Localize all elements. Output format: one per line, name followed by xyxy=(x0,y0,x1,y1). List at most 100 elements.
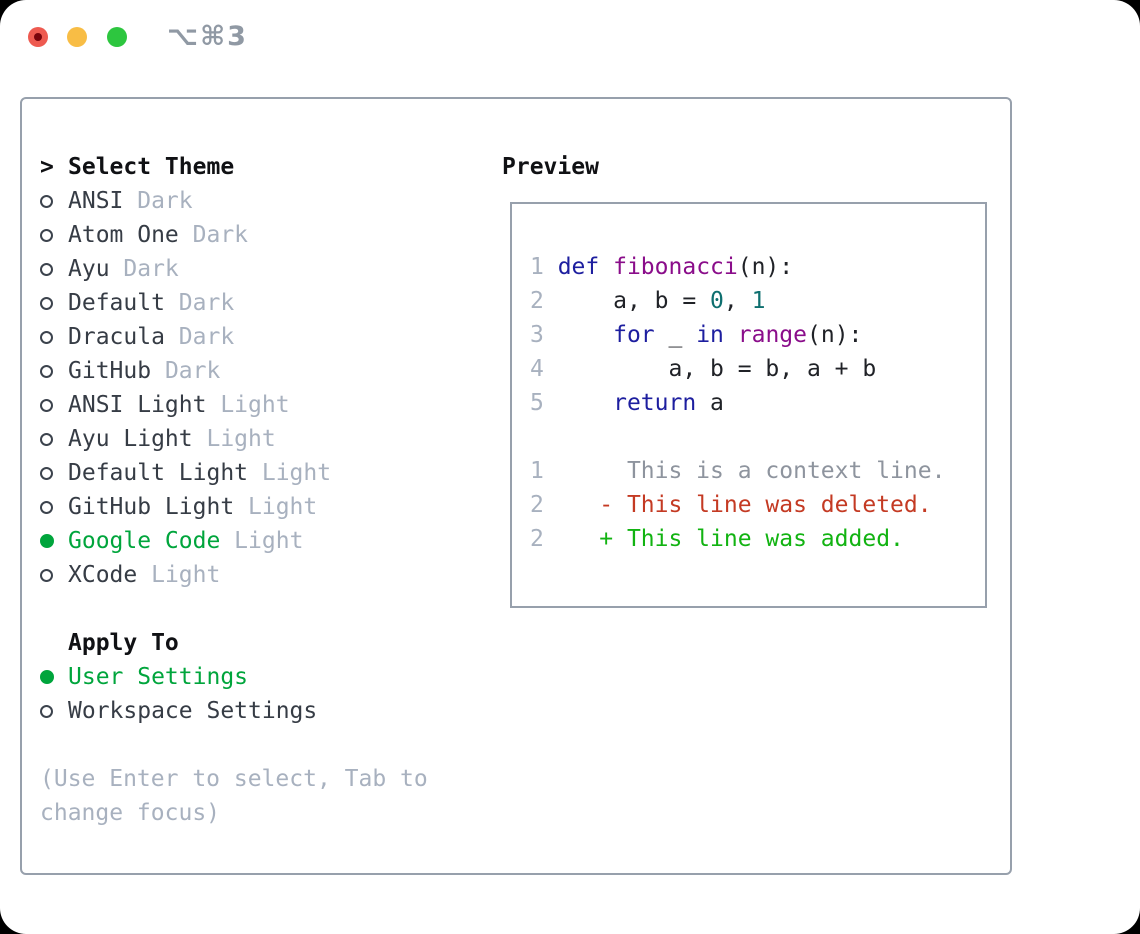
close-button[interactable] xyxy=(28,27,48,47)
theme-option-default-light[interactable]: Default Light Light xyxy=(40,456,490,490)
theme-name: GitHub xyxy=(68,358,152,384)
radio-marker xyxy=(40,490,68,524)
theme-variant: Dark xyxy=(178,222,249,248)
code-line: 3 for _ in range(n): xyxy=(530,318,985,352)
theme-variant: Light xyxy=(234,494,318,520)
prompt-glyph: > xyxy=(40,154,54,180)
radio-marker xyxy=(40,694,68,728)
radio-unselected-icon xyxy=(40,330,53,344)
code-token-plain: , xyxy=(723,288,752,314)
theme-option-ayu[interactable]: Ayu Dark xyxy=(40,252,490,286)
focus-prompt-icon: > xyxy=(40,150,68,184)
theme-variant: Light xyxy=(220,528,304,554)
select-theme-header: > Select Theme xyxy=(40,150,490,184)
radio-unselected-icon xyxy=(40,704,53,718)
radio-marker xyxy=(40,558,68,592)
radio-marker xyxy=(40,252,68,286)
radio-selected-icon xyxy=(40,670,54,684)
code-token-plain: (n): xyxy=(807,322,863,348)
theme-option-atom-one[interactable]: Atom One Dark xyxy=(40,218,490,252)
theme-name: GitHub Light xyxy=(68,494,235,520)
code-line: 5 return a xyxy=(530,386,985,420)
theme-option-github-light[interactable]: GitHub Light Light xyxy=(40,490,490,524)
theme-option-dracula[interactable]: Dracula Dark xyxy=(40,320,490,354)
line-number: 2 xyxy=(530,526,558,552)
code-token-plain: a, b = b, a + b xyxy=(557,356,877,382)
diff-text: + This line was added. xyxy=(557,526,904,552)
theme-variant: Light xyxy=(206,392,290,418)
line-number: 2 xyxy=(530,492,558,518)
theme-option-ansi-light[interactable]: ANSI Light Light xyxy=(40,388,490,422)
radio-selected-icon xyxy=(40,534,54,548)
code-token-plain xyxy=(558,390,613,416)
theme-variant: Dark xyxy=(164,290,235,316)
code-token-keyword: in xyxy=(696,322,724,348)
theme-name: Default xyxy=(68,290,165,316)
radio-unselected-icon xyxy=(40,194,53,208)
close-dot-icon xyxy=(34,33,42,41)
theme-option-ayu-light[interactable]: Ayu Light Light xyxy=(40,422,490,456)
apply-option-workspace-settings[interactable]: Workspace Settings xyxy=(40,694,490,728)
diff-text: - This line was deleted. xyxy=(557,492,932,518)
line-number: 2 xyxy=(530,288,558,314)
radio-unselected-icon xyxy=(40,262,53,276)
theme-name: XCode xyxy=(68,562,138,588)
spacer xyxy=(40,728,490,762)
minimize-button[interactable] xyxy=(67,27,87,47)
line-number: 4 xyxy=(530,356,558,382)
radio-unselected-icon xyxy=(40,296,53,310)
radio-unselected-icon xyxy=(40,466,53,480)
theme-name: ANSI Light xyxy=(68,392,207,418)
code-token-keyword: def xyxy=(557,254,600,280)
apply-option-label: Workspace Settings xyxy=(68,698,318,724)
apply-option-user-settings[interactable]: User Settings xyxy=(40,660,490,694)
code-token-keyword: return xyxy=(613,390,697,416)
code-token-literal: 0 xyxy=(710,288,724,314)
theme-variant: Dark xyxy=(151,358,221,384)
theme-name: Default Light xyxy=(68,460,249,486)
theme-variant: Dark xyxy=(123,188,193,214)
theme-option-google-code[interactable]: Google Code Light xyxy=(40,524,490,558)
theme-option-github[interactable]: GitHub Dark xyxy=(40,354,490,388)
apply-to-header: Apply To xyxy=(40,626,490,660)
select-theme-title: Select Theme xyxy=(68,154,235,180)
window-title: ⌥⌘3 xyxy=(167,21,248,52)
theme-option-xcode[interactable]: XCode Light xyxy=(40,558,490,592)
line-number: 3 xyxy=(530,322,558,348)
theme-variant: Dark xyxy=(164,324,235,350)
radio-marker xyxy=(40,184,68,218)
diff-text: This is a context line. xyxy=(557,458,946,484)
radio-marker xyxy=(40,456,68,490)
theme-variant: Light xyxy=(248,460,332,486)
code-token-plain xyxy=(599,254,613,280)
radio-unselected-icon xyxy=(40,398,53,412)
code-token-plain: a, b = xyxy=(557,288,711,314)
line-number: 1 xyxy=(530,458,558,484)
radio-unselected-icon xyxy=(40,500,53,514)
preview-spacer xyxy=(530,420,985,454)
theme-variant: Dark xyxy=(109,256,179,282)
code-token-literal: 1 xyxy=(751,288,766,314)
theme-option-ansi[interactable]: ANSI Dark xyxy=(40,184,490,218)
radio-unselected-icon xyxy=(40,364,53,378)
radio-marker xyxy=(40,388,68,422)
zoom-button[interactable] xyxy=(107,27,127,47)
radio-marker xyxy=(40,422,68,456)
spacer xyxy=(40,592,490,626)
radio-marker xyxy=(40,286,68,320)
preview-heading: Preview xyxy=(502,154,599,180)
theme-name: Ayu xyxy=(68,256,110,282)
theme-variant: Light xyxy=(137,562,221,588)
code-line: 1 def fibonacci(n): xyxy=(530,250,985,284)
code-line: 2 a, b = 0, 1 xyxy=(530,284,985,318)
line-number: 5 xyxy=(530,390,558,416)
code-token-plain: _ xyxy=(654,322,697,348)
theme-option-default[interactable]: Default Dark xyxy=(40,286,490,320)
titlebar: ⌥⌘3 xyxy=(0,0,1140,97)
radio-marker xyxy=(40,660,68,694)
apply-option-label: User Settings xyxy=(68,664,249,690)
code-token-function: fibonacci xyxy=(613,254,738,280)
